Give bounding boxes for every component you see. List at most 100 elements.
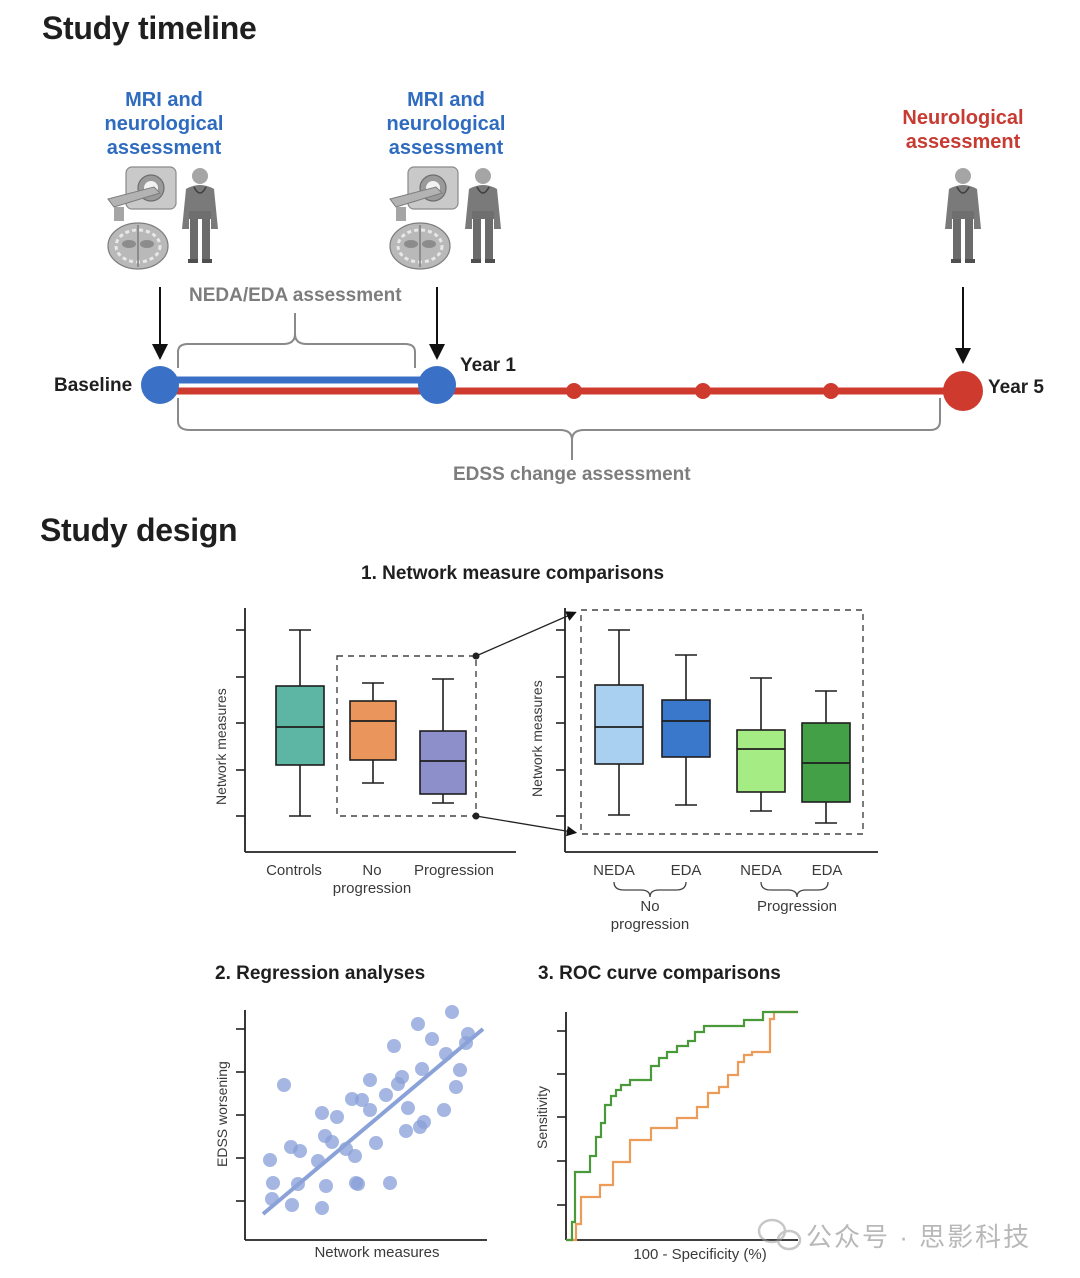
scatter-point bbox=[449, 1080, 463, 1094]
year1-node bbox=[418, 366, 456, 404]
label-line: No bbox=[640, 898, 660, 915]
box bbox=[275, 685, 325, 766]
box bbox=[349, 700, 397, 761]
head bbox=[475, 168, 491, 184]
leg bbox=[202, 219, 210, 259]
no-progression-brace bbox=[613, 881, 687, 898]
scanner-table bbox=[107, 186, 161, 208]
scatter-point bbox=[315, 1201, 329, 1215]
zoom-connectors bbox=[472, 611, 578, 837]
hips bbox=[189, 211, 211, 219]
watermark: 公众号 · 思影科技 bbox=[806, 1222, 1032, 1252]
roc-xlabel: 100 - Specificity (%) bbox=[633, 1246, 767, 1263]
x-label-eda-2: EDA bbox=[811, 862, 843, 879]
year1-label: Year 1 bbox=[460, 355, 516, 376]
scatter-point bbox=[266, 1176, 280, 1190]
scatter-point bbox=[399, 1124, 413, 1138]
label-line: neurological bbox=[104, 113, 224, 135]
clinician-icon bbox=[182, 168, 218, 263]
shoe bbox=[471, 259, 481, 263]
year1-event-label: MRI and neurological assessment bbox=[366, 88, 526, 160]
design-title: Study design bbox=[40, 512, 238, 548]
scatter-point bbox=[325, 1135, 339, 1149]
brain-ventricle bbox=[404, 240, 418, 248]
torso bbox=[465, 185, 501, 229]
year5-event-label: Neurological assessment bbox=[883, 106, 1043, 154]
label-line: assessment bbox=[106, 137, 222, 159]
scatter-point bbox=[387, 1039, 401, 1053]
box-plot-group bbox=[275, 629, 325, 817]
scatter-point bbox=[293, 1144, 307, 1158]
brain-icon bbox=[389, 222, 451, 270]
clinician-icon bbox=[465, 168, 501, 263]
regression-ylabel: EDSS worsening bbox=[214, 1061, 230, 1167]
roc-curve-orange bbox=[566, 1010, 798, 1242]
regression-line bbox=[261, 1027, 485, 1216]
timeline-title: Study timeline bbox=[42, 10, 257, 46]
scatter-point bbox=[285, 1198, 299, 1212]
baseline-event-label: MRI and neurological assessment bbox=[84, 88, 244, 160]
box bbox=[419, 730, 467, 795]
scatter-point bbox=[348, 1149, 362, 1163]
scatter-point bbox=[363, 1103, 377, 1117]
scanner-stand bbox=[114, 207, 124, 221]
scatter-point bbox=[351, 1177, 365, 1191]
leg bbox=[965, 219, 973, 259]
scatter-point bbox=[319, 1179, 333, 1193]
label-line: progression bbox=[610, 916, 690, 933]
left-ylabel: Network measures bbox=[213, 688, 229, 805]
x-label-eda-1: EDA bbox=[670, 862, 702, 879]
hips bbox=[472, 211, 494, 219]
shoe bbox=[485, 259, 495, 263]
brain-ventricle bbox=[122, 240, 136, 248]
box bbox=[594, 684, 644, 765]
boxplot-right bbox=[556, 608, 878, 898]
x-label-neda-1: NEDA bbox=[593, 862, 635, 879]
x-label-progression: Progression bbox=[413, 862, 495, 879]
box-plot-group bbox=[594, 629, 644, 816]
stethoscope bbox=[956, 186, 970, 194]
box-plot-group bbox=[661, 654, 711, 806]
torso bbox=[945, 185, 981, 229]
scatter-point bbox=[355, 1093, 369, 1107]
leg bbox=[485, 219, 493, 259]
brain-icon bbox=[107, 222, 169, 270]
hips bbox=[952, 211, 974, 219]
label-line: MRI and bbox=[407, 89, 485, 111]
year5-label: Year 5 bbox=[988, 377, 1044, 398]
scatter-point bbox=[411, 1017, 425, 1031]
neda-eda-bracket bbox=[177, 313, 416, 368]
baseline-node bbox=[141, 366, 179, 404]
label-line: neurological bbox=[386, 113, 506, 135]
roc-ylabel: Sensitivity bbox=[534, 1085, 550, 1149]
box-plot-group bbox=[736, 677, 786, 812]
torso bbox=[182, 185, 218, 229]
stethoscope bbox=[193, 186, 207, 194]
scatter-point bbox=[445, 1005, 459, 1019]
shoe bbox=[202, 259, 212, 263]
leg bbox=[953, 219, 961, 259]
year5-node bbox=[943, 371, 983, 411]
head bbox=[955, 168, 971, 184]
wechat-icon bbox=[757, 1218, 802, 1251]
scatter-point bbox=[315, 1106, 329, 1120]
head bbox=[192, 168, 208, 184]
leg bbox=[190, 219, 198, 259]
panel2-title: 2. Regression analyses bbox=[215, 963, 426, 984]
group-label-no-progression: No progression bbox=[595, 898, 705, 934]
shoe bbox=[188, 259, 198, 263]
shoe bbox=[951, 259, 961, 263]
mri-scanner-icon bbox=[107, 166, 177, 221]
zoom-dashed-box bbox=[336, 655, 477, 817]
scatter-point bbox=[263, 1153, 277, 1167]
year-dot bbox=[566, 383, 582, 399]
label-line: assessment bbox=[388, 137, 504, 159]
boxplot-left bbox=[236, 608, 516, 853]
brain-ventricle bbox=[140, 240, 154, 248]
edss-bracket bbox=[177, 398, 941, 460]
label-line: Neurological bbox=[902, 107, 1024, 129]
year-dot bbox=[823, 383, 839, 399]
box-plot-group bbox=[419, 678, 467, 804]
scatter-point bbox=[401, 1101, 415, 1115]
